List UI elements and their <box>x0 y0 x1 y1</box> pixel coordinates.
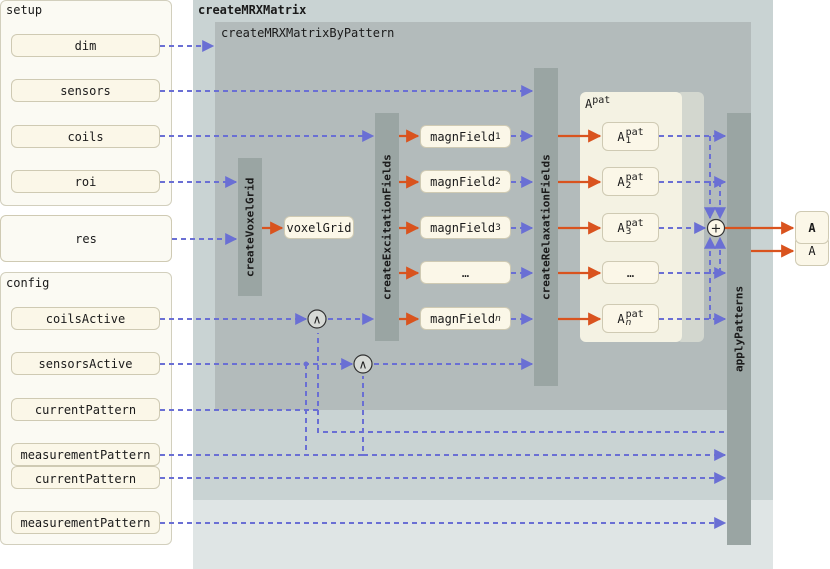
create-mrx-matrix-by-pattern-title: createMRXMatrixByPattern <box>221 26 395 40</box>
config-item-current-pattern-lower[interactable]: currentPattern <box>11 466 160 489</box>
setup-title: setup <box>6 3 43 17</box>
magn-field-n-label: magnField <box>430 311 496 326</box>
create-mrx-matrix-title: createMRXMatrix <box>198 3 307 17</box>
plus-symbol: + <box>711 222 722 237</box>
setup-item-coils[interactable]: coils <box>11 125 160 148</box>
setup-item-dim[interactable]: dim <box>11 34 160 57</box>
magn-field-3-sub: 3 <box>495 222 501 233</box>
config-item-coils-active[interactable]: coilsActive <box>11 307 160 330</box>
config-item-measurement-pattern-lower[interactable]: measurementPattern <box>11 511 160 534</box>
setup-item-sensors[interactable]: sensors <box>11 79 160 102</box>
config-title: config <box>6 276 50 290</box>
config-item-sensors-active[interactable]: sensorsActive <box>11 352 160 375</box>
magn-field-ellipsis[interactable]: … <box>420 261 511 284</box>
and-symbol-2: ∧ <box>359 358 368 372</box>
result-a-front[interactable]: A <box>795 211 829 244</box>
config-item-current-pattern[interactable]: currentPattern <box>11 398 160 421</box>
and-operator-2 <box>353 354 373 374</box>
apat-item-ellipsis[interactable]: … <box>602 261 659 284</box>
apat-title: Apat <box>585 95 611 111</box>
config-item-measurement-pattern[interactable]: measurementPattern <box>11 443 160 466</box>
magn-field-n-sub: n <box>495 313 501 324</box>
magn-field-1-sub: 1 <box>495 131 501 142</box>
res-box[interactable]: res <box>0 215 172 262</box>
magn-field-3-label: magnField <box>430 220 496 235</box>
magn-field-1-label: magnField <box>430 129 496 144</box>
setup-item-roi[interactable]: roi <box>11 170 160 193</box>
magn-field-2-sub: 2 <box>495 176 501 187</box>
magn-field-2-label: magnField <box>430 174 496 189</box>
and-symbol-1: ∧ <box>313 313 322 327</box>
and-operator-1 <box>307 309 327 329</box>
voxel-grid-box[interactable]: voxelGrid <box>284 216 354 239</box>
plus-operator <box>706 218 726 238</box>
